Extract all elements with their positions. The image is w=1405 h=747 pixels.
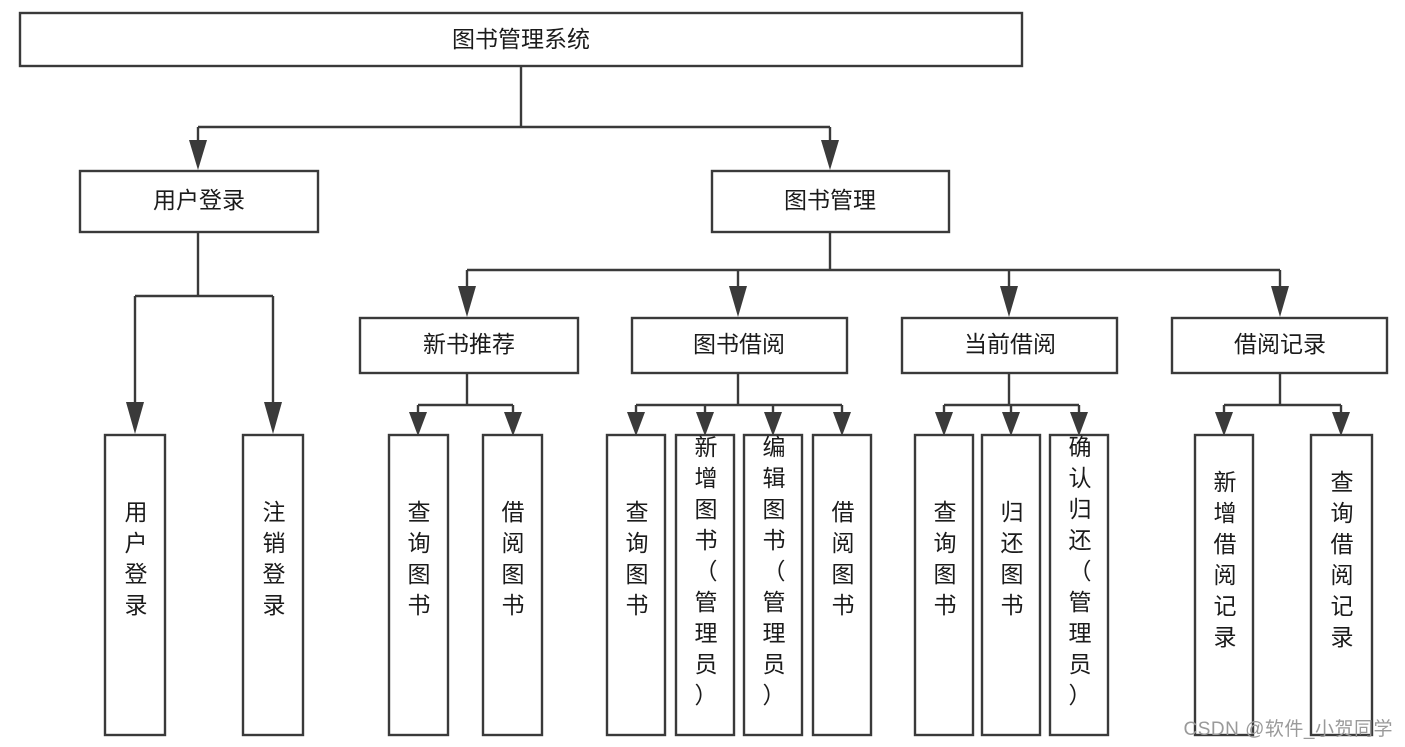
node-leaf-return-book[interactable]: 归还图书 (980, 433, 1042, 737)
node-current-borrow[interactable]: 当前借阅 (900, 316, 1119, 375)
node-leaf-query-book-3-box[interactable] (913, 433, 975, 737)
arrowhead-book-borrow (729, 286, 747, 317)
arrowhead-leaf-confirm-return (1070, 412, 1088, 436)
node-book-borrow-box[interactable] (630, 316, 849, 375)
node-book-manage-box[interactable] (710, 169, 951, 234)
arrowhead-leaf-borrow-book-1 (504, 412, 522, 436)
node-leaf-borrow-book-1-box[interactable] (481, 433, 544, 737)
node-leaf-user-login[interactable]: 用户登录 (103, 433, 167, 737)
node-book-manage-label: 图书管理 (784, 187, 876, 213)
node-user-login-box[interactable] (78, 169, 320, 234)
node-leaf-user-login-box[interactable] (103, 433, 167, 737)
node-leaf-borrow-book-2-box[interactable] (811, 433, 873, 737)
arrowhead-leaf-user-login (126, 402, 144, 434)
node-leaf-borrow-book-2[interactable]: 借阅图书 (811, 433, 873, 737)
connector-group-book-borrow (627, 373, 851, 436)
node-leaf-add-record-box[interactable] (1193, 433, 1255, 737)
connector-group-new-book-recommend (409, 373, 522, 436)
arrowhead-new-book-recommend (458, 286, 476, 317)
node-leaf-user-login-label: 用户登录 (125, 499, 148, 618)
node-leaf-query-book-2-box[interactable] (605, 433, 667, 737)
node-leaf-query-book-1-box[interactable] (387, 433, 450, 737)
node-current-borrow-box[interactable] (900, 316, 1119, 375)
node-leaf-borrow-book-1-label: 借阅图书 (502, 499, 525, 618)
arrowhead-book-manage (821, 140, 839, 170)
node-new-book-recommend-label: 新书推荐 (423, 331, 515, 357)
csdn-watermark: CSDN @软件_小贺同学 (1183, 719, 1393, 740)
node-borrow-record[interactable]: 借阅记录 (1170, 316, 1389, 375)
node-book-borrow-label: 图书借阅 (693, 331, 785, 357)
arrowhead-leaf-query-record (1332, 412, 1350, 436)
node-leaf-add-book[interactable]: 新增图书（管理员） (674, 433, 736, 737)
connector-group-borrow-record (1215, 373, 1350, 436)
node-book-borrow[interactable]: 图书借阅 (630, 316, 849, 375)
connector-group-root (189, 66, 839, 170)
connector-group-book-manage (458, 232, 1289, 317)
node-leaf-edit-book-box[interactable] (742, 433, 804, 737)
arrowhead-leaf-borrow-book-2 (833, 412, 851, 436)
node-leaf-return-book-box[interactable] (980, 433, 1042, 737)
connector-group-user-login (126, 232, 282, 434)
node-user-login[interactable]: 用户登录 (78, 169, 320, 234)
node-leaf-add-record[interactable]: 新增借阅记录 (1193, 433, 1255, 737)
node-leaf-edit-book-label: 编辑图书（管理员） (763, 434, 786, 708)
node-new-book-recommend[interactable]: 新书推荐 (358, 316, 580, 375)
node-user-login-label: 用户登录 (153, 187, 245, 213)
node-leaf-add-record-label: 新增借阅记录 (1214, 469, 1237, 650)
node-new-book-recommend-box[interactable] (358, 316, 580, 375)
arrowhead-leaf-query-book-3 (935, 412, 953, 436)
node-leaf-query-record-box[interactable] (1309, 433, 1374, 737)
arrowhead-user-login (189, 140, 207, 170)
arrowhead-current-borrow (1000, 286, 1018, 317)
arrowhead-leaf-add-book (696, 412, 714, 436)
node-borrow-record-label: 借阅记录 (1234, 331, 1326, 357)
node-leaf-query-book-2-label: 查询图书 (626, 499, 649, 618)
node-leaf-confirm-return-label: 确认归还（管理员） (1069, 434, 1092, 708)
node-root-box[interactable] (18, 11, 1024, 68)
node-leaf-logout-login-label: 注销登录 (263, 499, 286, 618)
node-book-manage[interactable]: 图书管理 (710, 169, 951, 234)
node-leaf-return-book-label: 归还图书 (1001, 499, 1024, 618)
node-leaf-confirm-return[interactable]: 确认归还（管理员） (1048, 433, 1110, 737)
arrowhead-leaf-query-book-1 (409, 412, 427, 436)
arrowhead-borrow-record (1271, 286, 1289, 317)
node-leaf-query-book-3[interactable]: 查询图书 (913, 433, 975, 737)
arrowhead-leaf-logout-login (264, 402, 282, 434)
node-leaf-query-book-1[interactable]: 查询图书 (387, 433, 450, 737)
node-borrow-record-box[interactable] (1170, 316, 1389, 375)
node-leaf-add-book-box[interactable] (674, 433, 736, 737)
node-leaf-query-record[interactable]: 查询借阅记录 (1309, 433, 1374, 737)
node-leaf-query-book-3-label: 查询图书 (934, 499, 957, 618)
arrowhead-leaf-add-record (1215, 412, 1233, 436)
node-leaf-query-book-2[interactable]: 查询图书 (605, 433, 667, 737)
node-leaf-edit-book[interactable]: 编辑图书（管理员） (742, 433, 804, 737)
node-leaf-query-book-1-label: 查询图书 (408, 499, 431, 618)
node-leaf-logout-login-box[interactable] (241, 433, 305, 737)
connector-group-current-borrow (935, 373, 1088, 436)
node-leaf-query-record-label: 查询借阅记录 (1331, 469, 1354, 650)
node-leaf-confirm-return-box[interactable] (1048, 433, 1110, 737)
arrowhead-leaf-return-book (1002, 412, 1020, 436)
arrowhead-leaf-edit-book (764, 412, 782, 436)
node-current-borrow-label: 当前借阅 (964, 331, 1056, 357)
node-leaf-borrow-book-2-label: 借阅图书 (832, 499, 855, 618)
node-root[interactable]: 图书管理系统 (18, 11, 1024, 68)
node-leaf-borrow-book-1[interactable]: 借阅图书 (481, 433, 544, 737)
arrowhead-leaf-query-book-2 (627, 412, 645, 436)
node-leaf-logout-login[interactable]: 注销登录 (241, 433, 305, 737)
node-root-label: 图书管理系统 (452, 26, 590, 52)
node-leaf-add-book-label: 新增图书（管理员） (695, 434, 718, 708)
